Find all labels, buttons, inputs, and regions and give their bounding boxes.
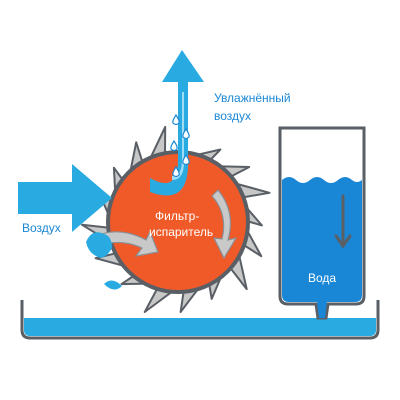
air-in-arrow [18,164,112,232]
droplet-icon [182,127,190,140]
water-splash [86,232,122,290]
humid-air-highlight [172,92,184,180]
label-water: Вода [308,271,336,285]
rotation-arrow-right [211,189,238,260]
tray-water [24,318,376,336]
label-humid-air-line1: Увлажнённый [214,91,291,105]
water-tray [20,300,380,340]
droplet-icon [182,153,190,166]
label-humid-air-line2: воздух [214,109,251,123]
label-filter-line1: Фильтр- [155,209,199,223]
label-filter-line2: испаритель [149,225,213,239]
droplet-icon [172,113,180,126]
down-arrow-icon [334,194,352,249]
droplet-icon [172,165,180,178]
droplet-icon [170,139,178,152]
droplets [170,113,190,178]
humid-air-arrow [150,50,204,196]
label-air-in: Воздух [22,221,61,235]
tank-water [282,177,362,318]
